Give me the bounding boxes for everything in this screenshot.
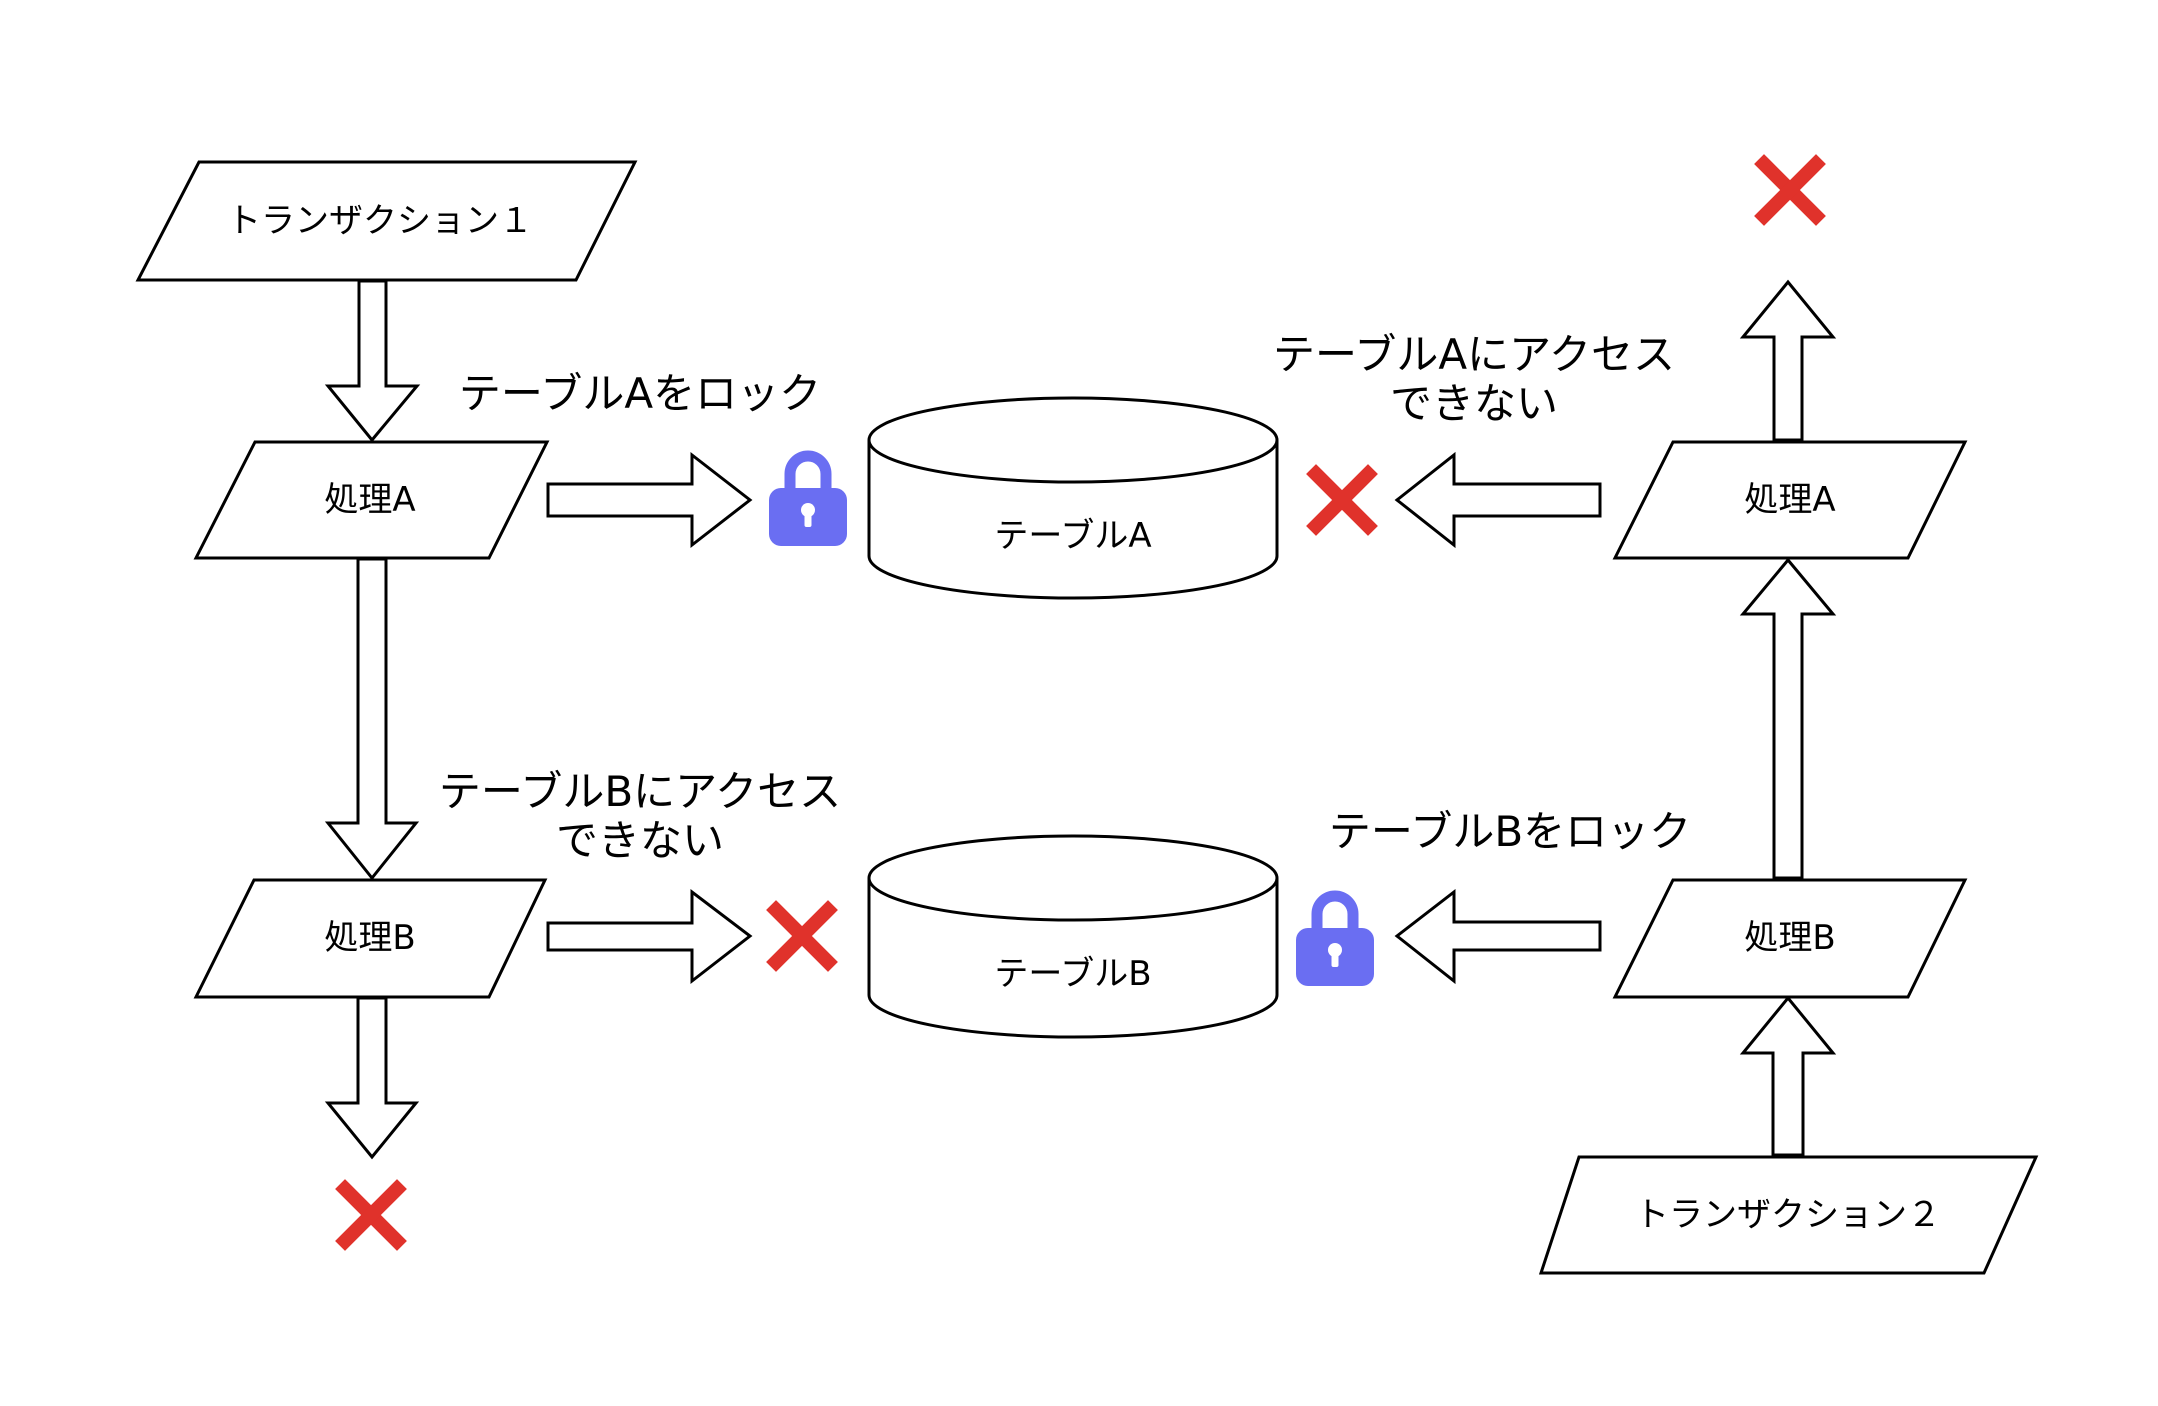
arrow-process-b-down: [324, 996, 420, 1160]
left-process-a-label: 処理A: [324, 480, 415, 520]
left-process-a-node: 処理A: [193, 440, 550, 560]
arrow-process-a-to-table-a-right: [1394, 451, 1602, 549]
transaction-1-label: トランザクション１: [227, 201, 533, 241]
transaction-1-node: トランザクション１: [135, 160, 638, 282]
no-access-table-a-line1: テーブルAにアクセス: [1273, 330, 1675, 379]
lock-table-a-label: テーブルAをロック: [459, 369, 821, 418]
lock-icon: [769, 456, 847, 546]
table-a-cylinder: テーブルA: [867, 396, 1279, 600]
cross-icon: [1316, 474, 1368, 526]
arrow-process-a-up: [1739, 279, 1837, 442]
right-process-a-node: 処理A: [1612, 440, 1968, 560]
arrow-process-a-to-process-b: [324, 557, 420, 881]
arrow-process-a-to-table-a: [546, 451, 753, 549]
table-b-cylinder: テーブルB: [867, 834, 1279, 1039]
arrow-t2-to-process-b: [1739, 995, 1837, 1157]
table-b-label: テーブルB: [994, 954, 1151, 994]
arrow-process-b-to-table-b: [546, 888, 753, 985]
arrow-t1-to-process-a: [324, 279, 421, 443]
no-access-table-b-line2: できない: [556, 816, 724, 865]
right-process-b-label: 処理B: [1744, 918, 1835, 958]
no-access-table-b-line1: テーブルBにアクセス: [439, 767, 841, 816]
lock-table-b-label: テーブルBをロック: [1329, 807, 1691, 856]
left-process-b-node: 処理B: [193, 878, 548, 999]
lock-icon: [1296, 896, 1374, 986]
transaction-2-node: トランザクション２: [1538, 1155, 2039, 1275]
transaction-2-label: トランザクション２: [1635, 1195, 1941, 1235]
right-process-a-label: 処理A: [1744, 480, 1835, 520]
cross-icon: [345, 1189, 397, 1241]
no-access-table-a-line2: できない: [1390, 379, 1558, 428]
right-process-b-node: 処理B: [1612, 878, 1968, 999]
left-process-b-label: 処理B: [324, 918, 415, 958]
cross-icon: [1764, 164, 1816, 216]
arrow-process-b-to-table-b-right: [1394, 888, 1602, 985]
arrow-process-b-to-process-a: [1739, 557, 1837, 880]
table-a-label: テーブルA: [994, 516, 1151, 556]
cross-icon: [776, 910, 828, 962]
